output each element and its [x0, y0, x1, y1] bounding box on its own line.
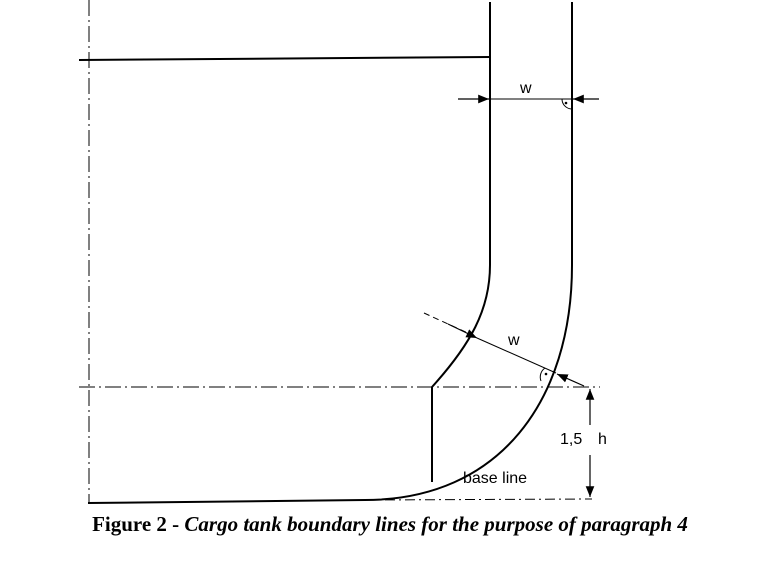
bottom-line: [87, 499, 366, 504]
figure-caption: Figure 2 - Cargo tank boundary lines for…: [0, 512, 780, 537]
outer-hull-line: [364, 2, 573, 501]
base-line-dashed: [364, 498, 593, 501]
w-corner-dimension-line: [476, 337, 557, 374]
w-corner-arrow-upper: [447, 323, 478, 339]
height-symbol-label: h: [598, 431, 607, 448]
w-top-label: w: [519, 80, 532, 97]
right-angle-dot-top: [564, 101, 568, 105]
height-value-label: 1,5: [560, 431, 582, 448]
right-angle-dot-corner: [544, 372, 548, 376]
right-angle-mark-top: [561, 98, 573, 110]
deck-line: [78, 56, 491, 61]
caption-prefix: Figure 2 -: [92, 512, 185, 536]
base-line-label: base line: [463, 470, 527, 487]
right-angle-mark-corner: [539, 367, 546, 382]
w-corner-label: w: [507, 332, 520, 349]
inner-hull-line: [431, 2, 491, 482]
w-corner-arrow-lower: [556, 373, 585, 387]
caption-title: Cargo tank boundary lines for the purpos…: [184, 512, 688, 536]
